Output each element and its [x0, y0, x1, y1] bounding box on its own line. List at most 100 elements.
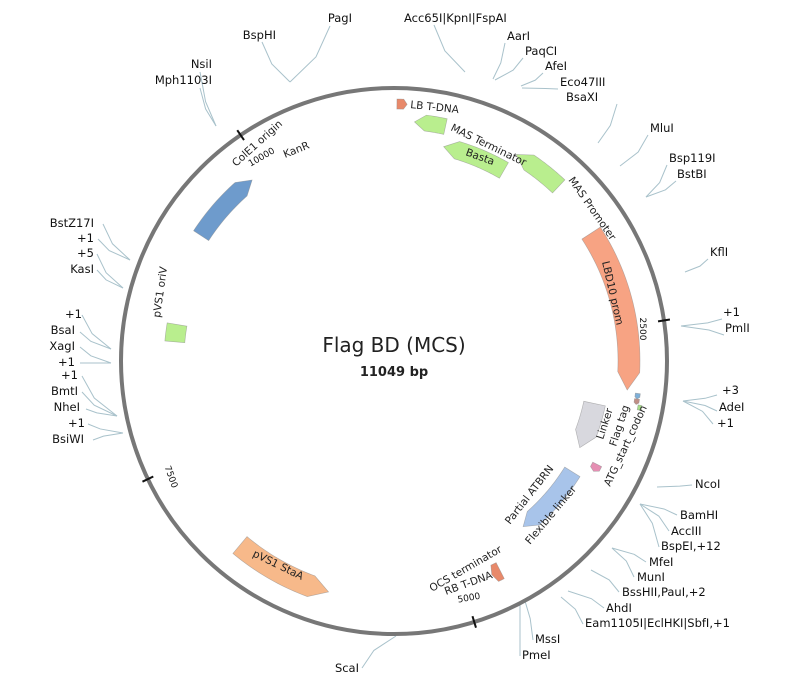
feature-linker[interactable]: [575, 400, 606, 449]
site-leader-line: [520, 72, 544, 87]
restriction-site-label[interactable]: +1: [68, 416, 85, 430]
site-leader-line: [560, 596, 584, 625]
restriction-site-label[interactable]: Acc65I|KpnI|FspAI: [404, 11, 507, 25]
restriction-site-label[interactable]: NheI: [54, 400, 80, 414]
restriction-site-label[interactable]: Eco47III: [560, 75, 605, 89]
site-leader-line: [289, 25, 331, 83]
tick-mark: [657, 318, 671, 323]
site-leader-line: [87, 423, 124, 434]
tick-label: 2500: [637, 318, 647, 341]
restriction-site-label[interactable]: BspHI: [243, 28, 276, 42]
feature-linker[interactable]: [634, 392, 641, 400]
restriction-site-label[interactable]: BspEI,+12: [661, 539, 721, 553]
site-leader-line: [682, 394, 718, 402]
site-leader-line: [567, 590, 605, 609]
restriction-site-label[interactable]: PmeI: [522, 648, 551, 662]
restriction-site-label[interactable]: Mph1103I: [155, 73, 212, 87]
restriction-site-label[interactable]: BstZ17I: [50, 216, 94, 230]
site-leader-line: [261, 41, 291, 83]
feature-label: pVS1 oriV: [151, 265, 170, 318]
restriction-site-label[interactable]: XagI: [49, 339, 75, 353]
tick-label: 7500: [162, 465, 179, 490]
feature-atg-start-codon[interactable]: [590, 461, 603, 472]
restriction-site-label[interactable]: AccIII: [671, 524, 702, 538]
site-leader-line: [81, 375, 118, 417]
restriction-site-label[interactable]: BstBI: [677, 167, 707, 181]
feature-rb-t-dna[interactable]: [490, 562, 505, 582]
site-leader-line: [199, 71, 217, 127]
feature-partial-atbrn[interactable]: [522, 466, 581, 527]
site-leader-line: [682, 400, 718, 412]
feature-label: LB T-DNA: [410, 99, 461, 116]
restriction-site-label[interactable]: ScaI: [335, 661, 359, 675]
site-leader-line: [199, 87, 217, 127]
site-leader-line: [619, 134, 649, 167]
restriction-site-label[interactable]: MluI: [650, 121, 674, 135]
feature-lb-t-dna[interactable]: [396, 98, 408, 110]
restriction-site-label[interactable]: NsiI: [191, 57, 212, 71]
restriction-site-label[interactable]: KasI: [70, 262, 94, 276]
restriction-site-label[interactable]: +5: [77, 246, 94, 260]
site-leader-line: [79, 331, 112, 350]
site-leader-line: [96, 253, 124, 289]
restriction-site-label[interactable]: KflI: [710, 245, 728, 259]
feature-mas-terminator[interactable]: [413, 114, 448, 135]
site-leader-line: [92, 432, 124, 441]
site-leader-line: [639, 503, 670, 532]
restriction-site-label[interactable]: MfeI: [649, 555, 673, 569]
feature-pvs1-staa[interactable]: [232, 536, 330, 597]
feature-flag-tag[interactable]: [633, 398, 640, 405]
restriction-site-label[interactable]: Eam1105I|EclHKI|SbfI,+1: [585, 616, 730, 630]
restriction-site-label[interactable]: MunI: [637, 570, 665, 584]
restriction-site-label[interactable]: +1: [723, 305, 740, 319]
site-leader-line: [639, 503, 660, 548]
restriction-site-label[interactable]: PmlI: [725, 321, 750, 335]
restriction-site-label[interactable]: BssHII,PauI,+2: [622, 585, 706, 599]
restriction-site-label[interactable]: BmtI: [51, 384, 78, 398]
restriction-site-label[interactable]: BsaI: [51, 323, 75, 337]
site-leader-line: [611, 547, 635, 578]
restriction-site-label[interactable]: MssI: [535, 632, 560, 646]
feature-label: KanR: [282, 140, 312, 161]
restriction-site-label[interactable]: NcoI: [695, 477, 720, 491]
feature-cole1-origin[interactable]: [193, 179, 253, 242]
site-leader-line: [680, 318, 723, 327]
site-leader-line: [361, 635, 397, 669]
restriction-site-label[interactable]: +3: [722, 383, 739, 397]
site-leader-line: [97, 238, 131, 261]
site-leader-line: [682, 400, 714, 425]
site-leader-line: [85, 408, 118, 417]
tick-mark: [471, 615, 477, 628]
restriction-site-label[interactable]: PagI: [328, 11, 352, 25]
restriction-site-label[interactable]: AdeI: [719, 400, 744, 414]
restriction-site-label[interactable]: BamHI: [680, 508, 718, 522]
restriction-site-label[interactable]: +1: [58, 355, 75, 369]
site-leader-line: [524, 600, 534, 641]
restriction-site-label[interactable]: +1: [65, 307, 82, 321]
feature-basta[interactable]: [443, 141, 509, 179]
feature-atg-start-codon[interactable]: [636, 404, 643, 411]
restriction-site-label[interactable]: BsiWI: [52, 432, 84, 446]
restriction-site-label[interactable]: PaqCI: [525, 44, 557, 58]
site-leader-line: [645, 180, 677, 198]
restriction-site-label[interactable]: AhdI: [606, 601, 632, 615]
feature-mas-promoter[interactable]: [515, 154, 566, 194]
restriction-site-label[interactable]: +1: [61, 368, 78, 382]
site-leader-line: [680, 325, 725, 336]
restriction-site-label[interactable]: Bsp119I: [669, 151, 716, 165]
restriction-site-label[interactable]: AfeI: [545, 59, 567, 73]
site-leader-line: [102, 223, 131, 261]
site-leader-line: [492, 42, 506, 80]
site-leader-line: [645, 164, 668, 198]
restriction-site-label[interactable]: +1: [717, 416, 734, 430]
restriction-site-label[interactable]: AarI: [507, 29, 530, 43]
site-leader-line: [81, 391, 118, 417]
restriction-site-label[interactable]: +1: [77, 231, 94, 245]
tick-mark: [142, 475, 154, 483]
feature-lbd10-prom[interactable]: [581, 226, 641, 391]
site-leader-line: [433, 24, 466, 73]
feature-pvs1-oriv[interactable]: [164, 322, 188, 344]
site-leader-line: [521, 87, 559, 90]
restriction-site-label[interactable]: BsaXI: [566, 90, 598, 104]
